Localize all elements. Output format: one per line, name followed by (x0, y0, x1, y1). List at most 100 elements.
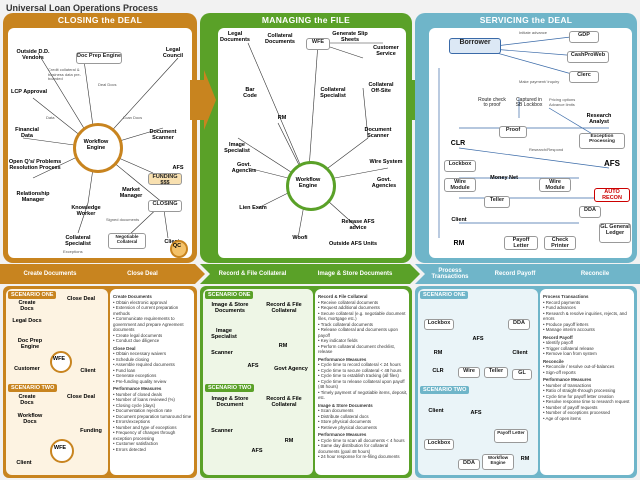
node-negotiable-collateral: Negotiable Collateral (108, 233, 146, 249)
node-wire-system: Wire System (369, 159, 403, 165)
node-financial-data: Financial Data (15, 127, 39, 139)
servicing-panel-body: Borrower GDP CashProWeb Clerc Proof Rout… (429, 28, 632, 258)
pt-title: Process Transactions (543, 294, 589, 299)
servicing-bottom-panel: SCENARIO ONE Lockbox AFS DDA RM CLR Wire… (415, 286, 637, 478)
mini-dda: DDA (508, 319, 530, 330)
perf-item-3: Documentation rejection rate (113, 408, 193, 414)
mini-govt-agency: Govt Agency (274, 366, 308, 372)
node-route-check: Route check to proof (478, 97, 506, 109)
workflow-engine-hub (73, 123, 123, 173)
img-item-0: Scan documents (318, 408, 408, 414)
node-gdp: GDP (569, 31, 599, 43)
servicing-scenario-one: SCENARIO ONE (420, 291, 469, 299)
closing-bottom-panel: SCENARIO ONE Create Docs Close Deal Lega… (3, 286, 197, 478)
rec-item-5: Key indicator fields (318, 338, 408, 344)
perf-item-8: Customer satisfaction (113, 441, 193, 447)
mini-image-specialist: Image Specialist (211, 328, 237, 340)
mini-client-s: Client (512, 350, 528, 356)
node-wire-module-2: Wire Module (539, 178, 571, 192)
servicing-panel: SERVICING the DEAL Borrower GDP CashProW… (415, 13, 637, 263)
step-image-store: Image & Store Documents (317, 270, 393, 277)
closing-scenario-area: SCENARIO ONE Create Docs Close Deal Lega… (6, 289, 108, 475)
step-record-payoff: Record Payoff (494, 270, 536, 277)
pt-item-1: Fund advances (543, 305, 633, 311)
perf-item-9: Errors detected (113, 447, 193, 453)
perf-item-4: Document preparation turnaround time (113, 414, 193, 420)
rec-title: Record & File Collateral (318, 294, 368, 299)
rec-item-0: Receive collateral documents (318, 300, 408, 306)
node-collateral-specialist-m: Collateral Specialist (320, 87, 346, 99)
mini-lockbox: Lockbox (424, 319, 454, 330)
step-bar-bg (0, 264, 640, 284)
closing-label-signed: Signed documents (106, 217, 140, 222)
create-item-1: Extension of current preparation methods (113, 305, 193, 316)
mini2-client-s: Client (428, 408, 444, 414)
create-item-2: Communicate requirements to government a… (113, 316, 193, 333)
img-perf-title: Performance Measures (318, 432, 367, 437)
node-afs: AFS (172, 165, 184, 171)
mini-clr: CLR (432, 368, 444, 374)
node-collateral-documents: Collateral Documents (265, 33, 295, 45)
node-clr: CLR (450, 140, 466, 147)
img-perf-1: Same day distribution for collateral doc… (318, 443, 408, 454)
mini-wfe-circle (50, 351, 72, 373)
close-item-0: Obtain necessary waivers (113, 351, 193, 357)
node-payoff-letter: Payoff Letter (504, 236, 538, 250)
create-item-4: Conduct due diligence (113, 338, 193, 344)
node-qc: QC (172, 243, 182, 249)
mini2-record-file: Record & File Collateral (266, 396, 302, 408)
node-clerc: Clerc (569, 71, 599, 83)
closing-label-deal-docs: Deal Docs (98, 82, 117, 87)
node-lockbox: Lockbox (444, 160, 476, 172)
mini2-lockbox: Lockbox (424, 439, 454, 450)
rec-perf-4: Timely payment of negotiable items, depo… (318, 390, 408, 401)
node-auto-recon: AUTO RECON (594, 188, 630, 202)
mini-gl: GL (512, 369, 532, 380)
node-collateral-specialist: Collateral Specialist (65, 235, 91, 247)
node-outside-vendors: Outside D.D. Vendors (16, 49, 50, 61)
mini2-rm-s: RM (520, 456, 530, 462)
managing-panel: MANAGING the FILE Workflow Engine Legal … (200, 13, 412, 263)
node-market-manager: Market Manager (119, 187, 143, 199)
node-closing: CLOSING (148, 200, 182, 212)
node-wire-module: Wire Module (444, 178, 476, 192)
managing-scenario-area: SCENARIO ONE Image & Store Documents Rec… (203, 289, 313, 475)
close-item-4: Generate exceptions (113, 373, 193, 379)
node-document-scanner: Document Scanner (149, 129, 177, 141)
create-docs-title: Create Documents (113, 294, 152, 299)
mini2-workflow-docs: Workflow Docs (17, 413, 43, 425)
servicing-label-pricing: Pricing options Advance limits (549, 97, 576, 107)
pt-item-3: Produce payoff letters (543, 322, 633, 328)
node-wfe: WFE (306, 38, 330, 50)
managing-text-area: Record & File Collateral Receive collate… (315, 289, 409, 475)
mini2-scanner: Scanner (211, 428, 233, 434)
node-document-scanner-m: Document Scanner (364, 127, 392, 139)
managing-workflow-hub (286, 161, 336, 211)
rec-item-6: Perform collateral document checklist, r… (318, 344, 408, 355)
node-release: Release AFS advice (341, 219, 375, 231)
flow-arrow-1 (190, 70, 216, 130)
node-legal-documents: Legal Documents (220, 31, 250, 43)
mini-afs: AFS (247, 363, 259, 369)
mini2-close-deal: Close Deal (66, 394, 96, 400)
node-outside-afs: Outside AFS Units (328, 241, 378, 247)
managing-panel-title: MANAGING the FILE (261, 15, 351, 25)
node-client-s: Client (451, 217, 467, 223)
managing-scenario-one: SCENARIO ONE (205, 291, 254, 299)
rp-item-1: Trigger collateral release (543, 346, 633, 352)
node-check-printer: Check Printer (544, 236, 576, 250)
rc-item-0: Reconcile / resolve out-of-balances (543, 364, 633, 370)
serv-perf-title: Performance Measures (543, 377, 592, 382)
step-create-documents: Create Documents (23, 270, 77, 277)
img-perf-0: Cycle time to scan all documents < 4 hou… (318, 438, 408, 444)
img-title: Image & Store Documents (318, 402, 373, 408)
close-deal-title: Close Deal (113, 345, 136, 351)
mini-rm: RM (278, 343, 288, 349)
perf-item-6: Number and type of exceptions (113, 425, 193, 431)
perf-item-7: Frequency of changes through exception p… (113, 430, 193, 441)
closing-scenario-one: SCENARIO ONE (8, 291, 57, 299)
servicing-measures-list: Process Transactions Record payments Fun… (543, 292, 633, 421)
node-bar-code: Bar Code (243, 87, 257, 99)
close-item-5: Pre-funding quality review (113, 379, 193, 385)
serv-perf-6: Age of open items (543, 416, 633, 422)
